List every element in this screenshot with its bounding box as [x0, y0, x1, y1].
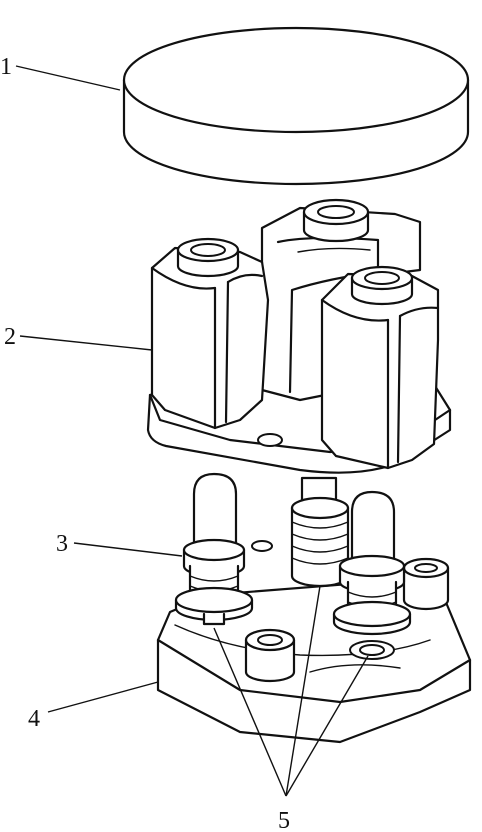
- callout-1: 1: [0, 54, 12, 80]
- plunger-left: [174, 472, 254, 626]
- leader-4: [47, 681, 159, 713]
- leader-lines: [15, 65, 369, 797]
- callout-2: 2: [4, 324, 16, 350]
- leader-5b: [285, 585, 321, 797]
- leader-5a: [213, 627, 287, 797]
- callout-5: 5: [278, 808, 290, 832]
- plunger-right: [332, 490, 412, 636]
- leader-5c: [285, 655, 369, 797]
- plunger-back: [290, 476, 350, 588]
- plunger-spring-assemblies: [174, 472, 412, 636]
- leader-3: [73, 542, 183, 557]
- callout-3: 3: [56, 531, 68, 557]
- callout-4: 4: [28, 706, 40, 732]
- leader-1: [15, 65, 121, 91]
- coil-bobbin-assembly: [146, 198, 452, 474]
- magnet-disc: [122, 26, 470, 186]
- leader-2: [19, 335, 153, 351]
